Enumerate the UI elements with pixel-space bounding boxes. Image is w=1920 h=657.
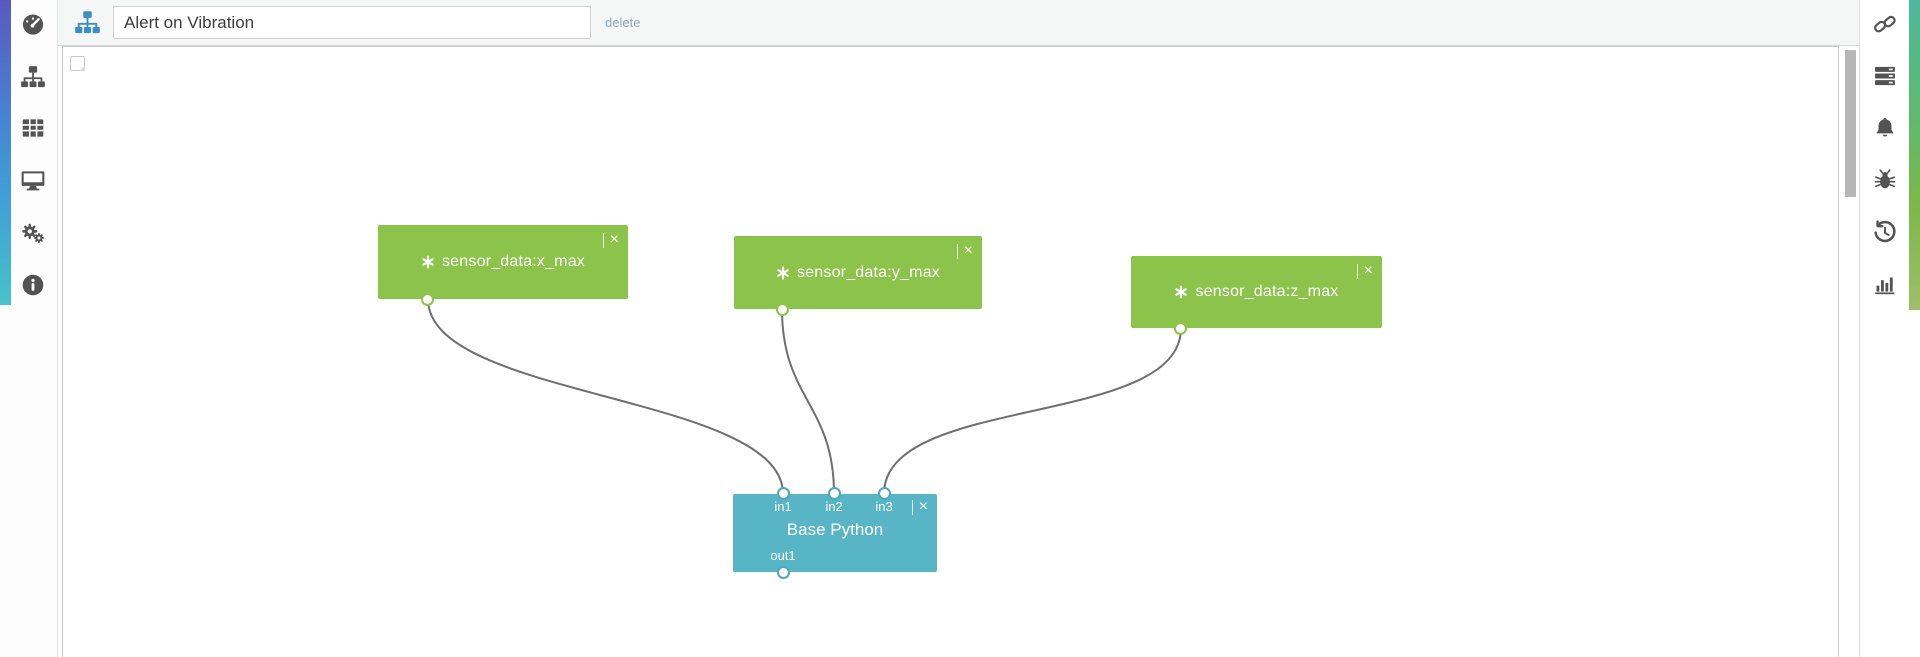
input-label-in3: in3 bbox=[875, 499, 893, 514]
tool-link-button[interactable] bbox=[1872, 11, 1898, 37]
input-label-in1: in1 bbox=[774, 499, 792, 514]
workflow-name-input[interactable] bbox=[113, 6, 591, 39]
tool-history-button[interactable] bbox=[1872, 219, 1898, 245]
info-icon bbox=[22, 274, 44, 296]
node-title-text: sensor_data:y_max bbox=[796, 263, 941, 281]
nav-dashboard-button[interactable] bbox=[20, 11, 46, 37]
close-divider bbox=[1356, 263, 1358, 279]
wire-xmax-to-in1[interactable] bbox=[427, 298, 784, 495]
node-close-button[interactable]: × bbox=[602, 231, 619, 248]
input-port-in1[interactable] bbox=[777, 487, 790, 500]
bar-chart-icon bbox=[1875, 277, 1895, 295]
nav-devices-button[interactable] bbox=[20, 167, 46, 193]
input-port-in2[interactable] bbox=[828, 487, 841, 500]
nav-workflows-button[interactable] bbox=[20, 64, 46, 90]
wire-layer bbox=[427, 298, 1182, 495]
asterisk-icon bbox=[777, 266, 789, 279]
nav-tables-button[interactable] bbox=[20, 115, 46, 141]
tool-server-button[interactable] bbox=[1872, 63, 1898, 89]
settings-gears-icon bbox=[22, 223, 44, 243]
table-icon bbox=[22, 119, 44, 137]
right-accent-strip bbox=[1909, 0, 1920, 310]
input-label-in2: in2 bbox=[825, 499, 843, 514]
output-port[interactable] bbox=[421, 293, 434, 306]
link-icon bbox=[1874, 15, 1896, 33]
tool-debug-button[interactable] bbox=[1872, 167, 1898, 193]
workflow-sitemap-icon bbox=[75, 11, 100, 34]
close-divider bbox=[911, 499, 913, 515]
bell-icon bbox=[1876, 118, 1894, 137]
close-x-icon: × bbox=[609, 231, 619, 248]
delete-workflow-link[interactable]: delete bbox=[605, 15, 641, 30]
canvas-corner-checkbox[interactable] bbox=[70, 56, 85, 71]
server-icon bbox=[1875, 66, 1895, 86]
node-title: sensor_data:z_max bbox=[1131, 256, 1382, 328]
wire-ymax-to-in2[interactable] bbox=[781, 308, 835, 495]
canvas-vertical-scrollbar[interactable] bbox=[1845, 50, 1856, 197]
dashboard-gauge-icon bbox=[22, 14, 44, 35]
asterisk-icon bbox=[422, 255, 434, 269]
right-tool-rail bbox=[1859, 0, 1920, 657]
node-title-text: sensor_data:x_max bbox=[441, 253, 586, 270]
history-icon bbox=[1874, 220, 1896, 243]
close-divider bbox=[956, 243, 958, 259]
monitor-icon bbox=[21, 171, 45, 191]
node-close-button[interactable]: × bbox=[956, 242, 973, 259]
node-sensor-data-y-max[interactable]: sensor_data:y_max × bbox=[734, 236, 982, 316]
node-sensor-data-z-max[interactable]: sensor_data:z_max × bbox=[1131, 256, 1382, 335]
tool-analytics-button[interactable] bbox=[1872, 271, 1898, 297]
left-nav-rail bbox=[0, 0, 58, 657]
input-port-in3[interactable] bbox=[878, 487, 891, 500]
node-base-python[interactable]: in1 in2 in3 × Base Python out1 bbox=[733, 487, 937, 579]
node-close-button[interactable]: × bbox=[1356, 262, 1373, 279]
output-label-out1: out1 bbox=[770, 548, 796, 563]
nav-info-button[interactable] bbox=[20, 272, 46, 298]
sitemap-icon bbox=[21, 66, 45, 88]
close-divider bbox=[602, 232, 604, 248]
bug-icon bbox=[1874, 169, 1896, 189]
node-title-text: sensor_data:z_max bbox=[1195, 283, 1339, 300]
node-close-button[interactable]: × bbox=[911, 498, 928, 515]
output-port-out1[interactable] bbox=[777, 566, 790, 579]
node-sensor-data-x-max[interactable]: sensor_data:x_max × bbox=[378, 225, 628, 306]
flow-canvas[interactable]: sensor_data:x_max × sensor_data:y_max × bbox=[62, 46, 1839, 657]
left-accent-strip bbox=[0, 0, 11, 305]
close-x-icon: × bbox=[963, 242, 973, 259]
asterisk-icon bbox=[1175, 285, 1188, 299]
node-title: sensor_data:y_max bbox=[734, 236, 982, 309]
workflow-topbar: delete bbox=[58, 0, 1859, 46]
node-title: sensor_data:x_max bbox=[378, 225, 628, 299]
node-title-text: Base Python bbox=[786, 520, 884, 539]
output-port[interactable] bbox=[776, 303, 789, 316]
close-x-icon: × bbox=[918, 498, 928, 515]
nav-settings-button[interactable] bbox=[20, 220, 46, 246]
close-x-icon: × bbox=[1363, 262, 1373, 279]
wire-zmax-to-in3[interactable] bbox=[883, 327, 1182, 495]
output-port[interactable] bbox=[1174, 322, 1187, 335]
tool-notifications-button[interactable] bbox=[1872, 115, 1898, 141]
